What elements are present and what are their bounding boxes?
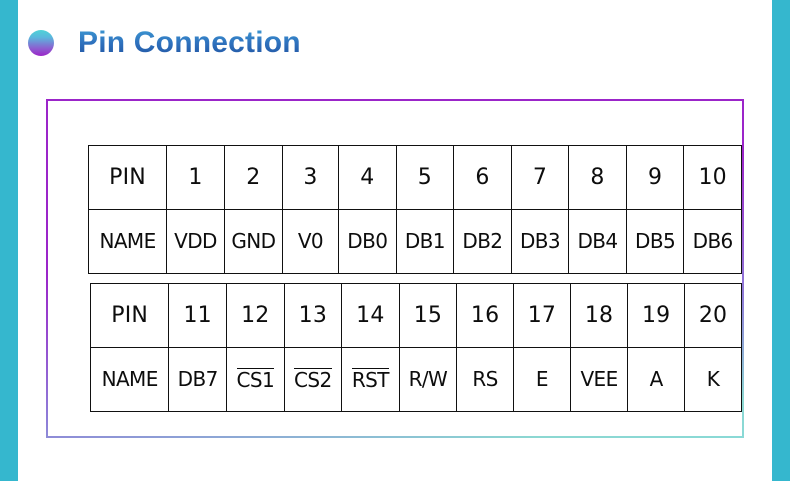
name-text: R/W [408, 367, 448, 391]
name-cell: CS1 [226, 347, 285, 412]
name-cell: DB1 [395, 209, 455, 274]
name-cell: VDD [166, 209, 225, 274]
name-cell: DB6 [683, 209, 742, 274]
pin-cell: 20 [684, 283, 742, 348]
pin-cell: 18 [569, 283, 629, 348]
name-text: K [706, 367, 720, 391]
pin-cell: 17 [513, 283, 571, 348]
name-cell: A [627, 347, 686, 412]
pin-cell: 8 [568, 145, 627, 210]
pin-cell: 11 [168, 283, 228, 348]
name-cell: DB7 [168, 347, 228, 412]
name-cell: VEE [569, 347, 629, 412]
name-text-active-low: CS1 [236, 368, 275, 392]
pin-cell: 15 [398, 283, 458, 348]
name-text: E [535, 367, 549, 391]
pin-cell: 10 [683, 145, 742, 210]
pin-cell: 7 [510, 145, 570, 210]
name-cell: K [684, 347, 742, 412]
name-cell: DB3 [510, 209, 570, 274]
pin-cell: 6 [453, 145, 512, 210]
name-cell: DB2 [453, 209, 512, 274]
pin-cell: 13 [283, 283, 343, 348]
name-cell: V0 [281, 209, 340, 274]
pin-cell: 14 [341, 283, 400, 348]
table-row-pin: PIN 11 12 13 14 15 16 17 18 19 20 [89, 283, 742, 348]
slide-heading: Pin Connection [28, 22, 301, 64]
slide-canvas: Pin Connection PIN 1 2 3 4 5 6 7 8 9 10 [18, 0, 772, 481]
pin-table-1-10: PIN 1 2 3 4 5 6 7 8 9 10 NAME VDD GND V0 [87, 145, 742, 274]
name-text: DB7 [177, 367, 219, 391]
name-text-active-low: CS2 [294, 368, 332, 392]
name-cell: GND [223, 209, 283, 274]
table-row-name: NAME DB7 CS1 CS2 RST R/W RS E VEE A K [89, 347, 742, 412]
name-cell: DB4 [568, 209, 627, 274]
pin-cell: 5 [395, 145, 455, 210]
name-cell: RST [341, 347, 400, 412]
pin-cell: 9 [625, 145, 685, 210]
name-text: VEE [580, 367, 618, 391]
name-cell: RS [456, 347, 514, 412]
row-header-pin: PIN [89, 283, 170, 348]
name-text: A [649, 367, 664, 391]
name-cell: DB0 [338, 209, 397, 274]
row-header-name: NAME [87, 209, 168, 274]
name-cell: CS2 [283, 347, 343, 412]
name-cell: R/W [398, 347, 458, 412]
left-accent-strip [0, 0, 18, 481]
pin-cell: 19 [627, 283, 686, 348]
right-accent-strip [772, 0, 790, 481]
circle-bullet-icon [28, 30, 54, 56]
pin-cell: 16 [456, 283, 514, 348]
pin-cell: 12 [226, 283, 285, 348]
pin-cell: 2 [223, 145, 283, 210]
page-title: Pin Connection [78, 26, 301, 59]
name-text: RS [472, 367, 498, 391]
pin-cell: 4 [338, 145, 397, 210]
pin-cell: 3 [281, 145, 340, 210]
table-row-name: NAME VDD GND V0 DB0 DB1 DB2 DB3 DB4 DB5 … [87, 209, 742, 274]
row-header-name: NAME [89, 347, 170, 412]
row-header-pin: PIN [87, 145, 168, 210]
content-panel: PIN 1 2 3 4 5 6 7 8 9 10 NAME VDD GND V0 [46, 99, 744, 438]
pin-table-11-20: PIN 11 12 13 14 15 16 17 18 19 20 NAME D… [89, 283, 742, 412]
name-text-active-low: RST [351, 368, 389, 392]
table-row-pin: PIN 1 2 3 4 5 6 7 8 9 10 [87, 145, 742, 210]
pin-cell: 1 [166, 145, 225, 210]
name-cell: E [513, 347, 571, 412]
name-cell: DB5 [625, 209, 685, 274]
